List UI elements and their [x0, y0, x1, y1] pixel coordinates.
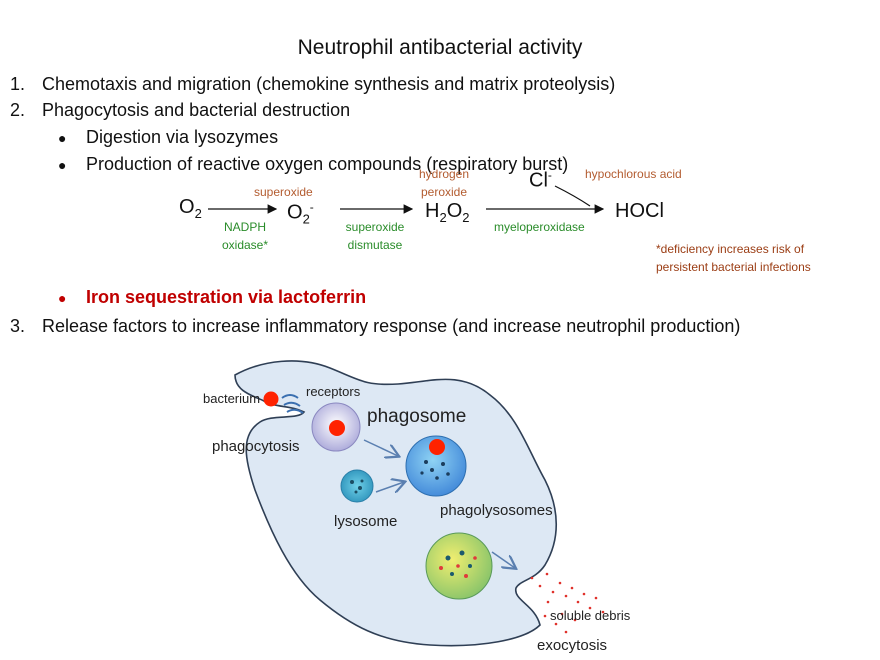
- list-number: 1.: [10, 74, 26, 94]
- chem-chloride: Cl-: [529, 168, 552, 192]
- phagolysosome-enzymes-icon: [420, 460, 450, 480]
- arrow-phagosome-to-phagolysosome: [363, 439, 398, 456]
- list-number: 3.: [10, 316, 26, 336]
- chem-o2: O2: [179, 196, 202, 221]
- label-phagolysosomes: phagolysosomes: [440, 502, 553, 519]
- arrow-to-exocytosis: [491, 551, 515, 568]
- bullet-text: Digestion via lysozymes: [86, 127, 279, 147]
- label-phagocytosis: phagocytosis: [212, 438, 300, 455]
- receptors-icon: [281, 394, 304, 414]
- digestion-fragments-icon: [439, 550, 477, 578]
- bullet-icon: ●: [58, 130, 67, 146]
- soluble-debris-icon: [530, 572, 605, 634]
- label-exocytosis: exocytosis: [537, 637, 608, 654]
- chem-hocl: HOCl: [615, 200, 664, 222]
- phagolysosome-icon: [405, 435, 467, 497]
- bullet-icon: ●: [58, 157, 67, 173]
- label-hypochlorous-acid: hypochlorous acid: [585, 167, 682, 181]
- bullet-text: Iron sequestration via lactoferrin: [86, 287, 367, 307]
- arrow-chloride-curve: [554, 185, 591, 207]
- list-text: Release factors to increase inflammatory…: [42, 316, 741, 336]
- chem-superoxide: O2-: [287, 200, 314, 227]
- bacterium-icon: [263, 391, 279, 407]
- phagolysosome-bacterium-icon: [429, 439, 445, 455]
- page-title: Neutrophil antibacterial activity: [297, 36, 583, 59]
- label-superoxide: superoxide: [254, 185, 313, 199]
- label-phagosome: phagosome: [367, 406, 467, 427]
- enzyme-myeloperoxidase: myeloperoxidase: [494, 220, 585, 234]
- label-bacterium: bacterium: [203, 391, 261, 406]
- chem-h2o2: H2O2: [425, 200, 470, 225]
- list-number: 2.: [10, 100, 26, 120]
- label-receptors: receptors: [306, 384, 361, 399]
- phagosome-bacterium-icon: [329, 420, 345, 436]
- list-text: Phagocytosis and bacterial destruction: [42, 100, 351, 120]
- label-soluble-debris: soluble debris: [550, 608, 631, 623]
- lysosome-enzymes-icon: [350, 479, 364, 494]
- list-text: Chemotaxis and migration (chemokine synt…: [42, 74, 616, 94]
- bullet-text: Production of reactive oxygen compounds …: [86, 154, 569, 174]
- bullet-icon: ●: [58, 290, 67, 306]
- arrow-lysosome-to-phagolysosome: [375, 482, 404, 492]
- label-lysosome: lysosome: [334, 513, 398, 530]
- lysosome-icon: [340, 469, 374, 503]
